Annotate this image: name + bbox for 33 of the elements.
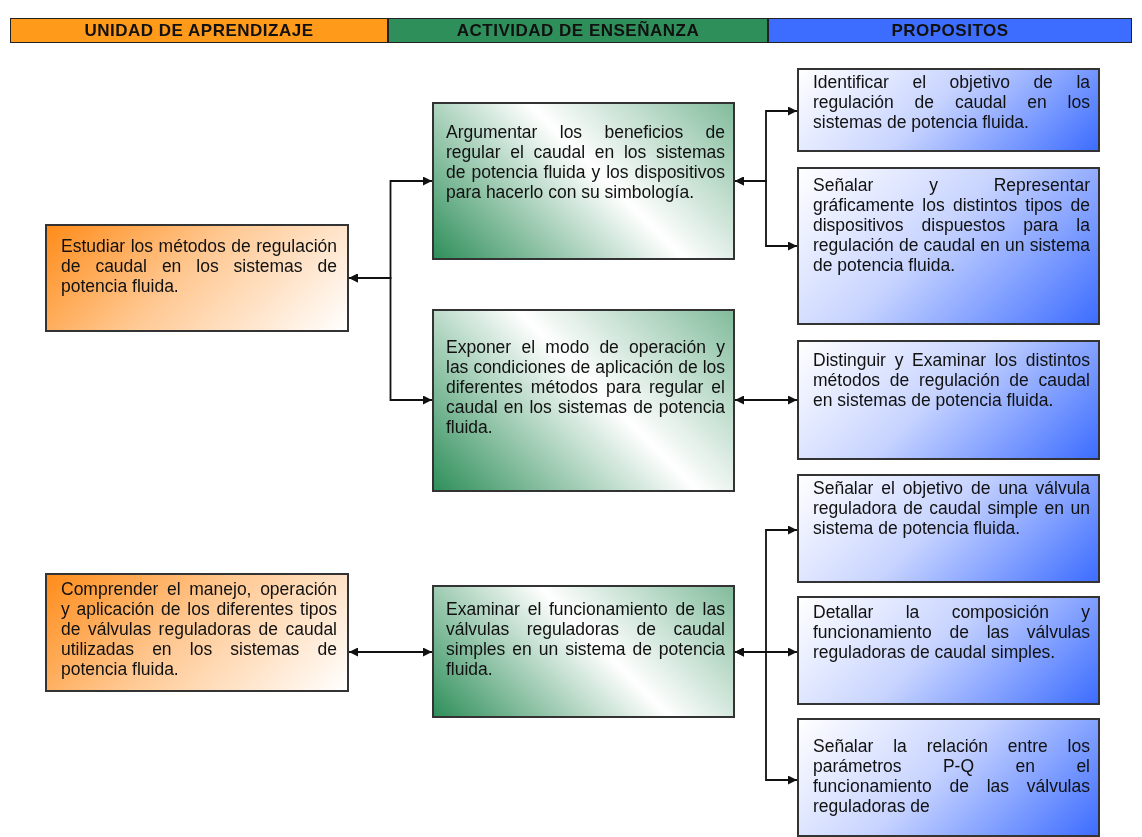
box-text: Argumentar los beneficios de regular el caudal en los sistemas de potencia fluida y los dispositivos para hacerlo con su simbología. — [446, 122, 725, 202]
connector-arrow — [348, 273, 433, 405]
column-header — [10, 18, 388, 43]
box-text: Detallar la composición y funcionamiento de las válvulas reguladoras de caudal simples. — [813, 602, 1090, 662]
box-text: Señalar la relación entre los parámetros P-Q en el funcionamiento de las válvulas reguladoras de — [813, 736, 1090, 816]
connector-arrow — [734, 395, 798, 405]
box-text: Identificar el objetivo de la regulación de caudal en los sistemas de potencia fluida. — [813, 72, 1090, 132]
box-text: Estudiar los métodos de regulación de caudal en los sistemas de potencia fluida. — [61, 236, 337, 296]
connector-arrow — [734, 647, 798, 785]
box-text: Comprender el manejo, operación y aplicación de los diferentes tipos de válvulas reguladoras de caudal utilizadas en los sistemas de potencia fluida. — [61, 579, 337, 679]
text-box — [432, 102, 735, 260]
text-box — [432, 309, 735, 492]
text-box — [797, 474, 1100, 583]
text-box — [45, 573, 349, 692]
header-text: UNIDAD DE APRENDIZAJE — [84, 20, 314, 41]
text-box — [797, 596, 1100, 705]
box-text: Señalar y Representar gráficamente los distintos tipos de dispositivos dispuestos para la regulación de caudal en un sistema de potencia fluida. — [813, 175, 1090, 275]
box-text: Exponer el modo de operación y las condiciones de aplicación de los diferentes métodos para regular el caudal en los sistemas de potencia fluida. — [446, 337, 725, 437]
box-text: Distinguir y Examinar los distintos métodos de regulación de caudal en sistemas de potencia fluida. — [813, 350, 1090, 410]
text-box — [797, 718, 1100, 837]
text-box — [797, 340, 1100, 460]
text-box — [432, 585, 735, 718]
header-text: ACTIVIDAD DE ENSEÑANZA — [456, 20, 700, 41]
text-box — [45, 224, 349, 332]
connector-arrow — [348, 647, 433, 657]
box-text: Señalar el objetivo de una válvula reguladora de caudal simple en un sistema de potencia fluida. — [813, 478, 1090, 538]
column-header — [768, 18, 1132, 43]
box-text: Examinar el funcionamiento de las válvulas reguladoras de caudal simples en un sistema de potencia fluida. — [446, 599, 725, 679]
header-text: PROPOSITOS — [891, 20, 1009, 41]
text-box — [797, 167, 1100, 325]
connector-arrow — [734, 176, 798, 251]
text-box — [797, 68, 1100, 152]
column-header — [388, 18, 768, 43]
